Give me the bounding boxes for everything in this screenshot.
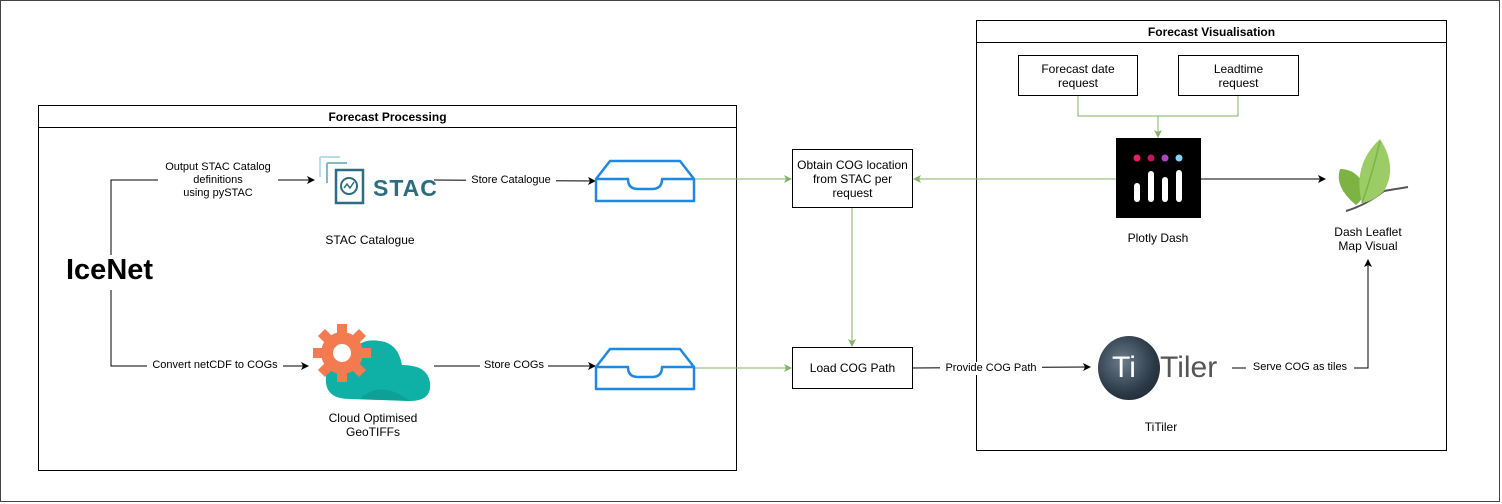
edge-label-convert: Convert netCDF to COGs <box>147 359 283 372</box>
edge-requests-to-dash <box>1077 96 1239 137</box>
titiler-globe-icon <box>1098 336 1160 400</box>
leaf-icon <box>1326 135 1412 217</box>
plotly-dash-label: Plotly Dash <box>1127 231 1189 245</box>
cog-label: Cloud Optimised GeoTIFFs <box>328 411 418 439</box>
plotly-dash-icon <box>1116 138 1201 218</box>
forecast-processing-title: Forecast Processing <box>39 106 736 128</box>
stac-logo: STAC <box>318 155 437 207</box>
icenet-label: IceNet <box>66 254 154 286</box>
cog-gear-cloud-icon <box>310 323 436 407</box>
forecast-visualisation-group: Forecast Visualisation <box>976 20 1447 451</box>
edge-titiler-to-leaflet <box>1232 259 1372 369</box>
storage-tray-icon <box>594 347 696 391</box>
edge-label-output-stac: Output STAC Catalog definitions using py… <box>158 161 278 200</box>
edge-icenet-to-cog <box>110 290 309 370</box>
titiler-logo: Ti Tiler <box>1098 336 1228 400</box>
load-cog-path-box: Load COG Path <box>792 347 913 389</box>
edge-label-store-catalogue: Store Catalogue <box>466 174 556 187</box>
edge-label-serve-cog: Serve COG as tiles <box>1246 361 1354 374</box>
titiler-label: TiTiler <box>1144 420 1178 434</box>
titiler-logo-ti: Ti <box>1112 351 1136 384</box>
stac-logo-icon <box>319 156 365 205</box>
storage-tray-cogs <box>594 347 696 391</box>
forecast-date-request-box: Forecast date request <box>1018 55 1138 96</box>
forecast-processing-group: Forecast Processing <box>38 105 737 471</box>
dash-leaflet-label: Dash Leaflet Map Visual <box>1334 225 1402 253</box>
stac-logo-text: STAC <box>373 175 438 201</box>
edge-label-provide-cog: Provide COG Path <box>940 362 1042 375</box>
forecast-visualisation-title: Forecast Visualisation <box>977 21 1446 43</box>
storage-tray-catalogue <box>594 159 696 203</box>
titiler-logo-text: Tiler <box>1160 351 1218 384</box>
edge-label-store-cogs: Store COGs <box>480 359 548 372</box>
storage-tray-icon <box>594 159 696 203</box>
stac-catalogue-label: STAC Catalogue <box>325 233 415 247</box>
obtain-cog-location-box: Obtain COG location from STAC per reques… <box>792 149 913 208</box>
leadtime-request-box: Leadtime request <box>1178 55 1299 96</box>
